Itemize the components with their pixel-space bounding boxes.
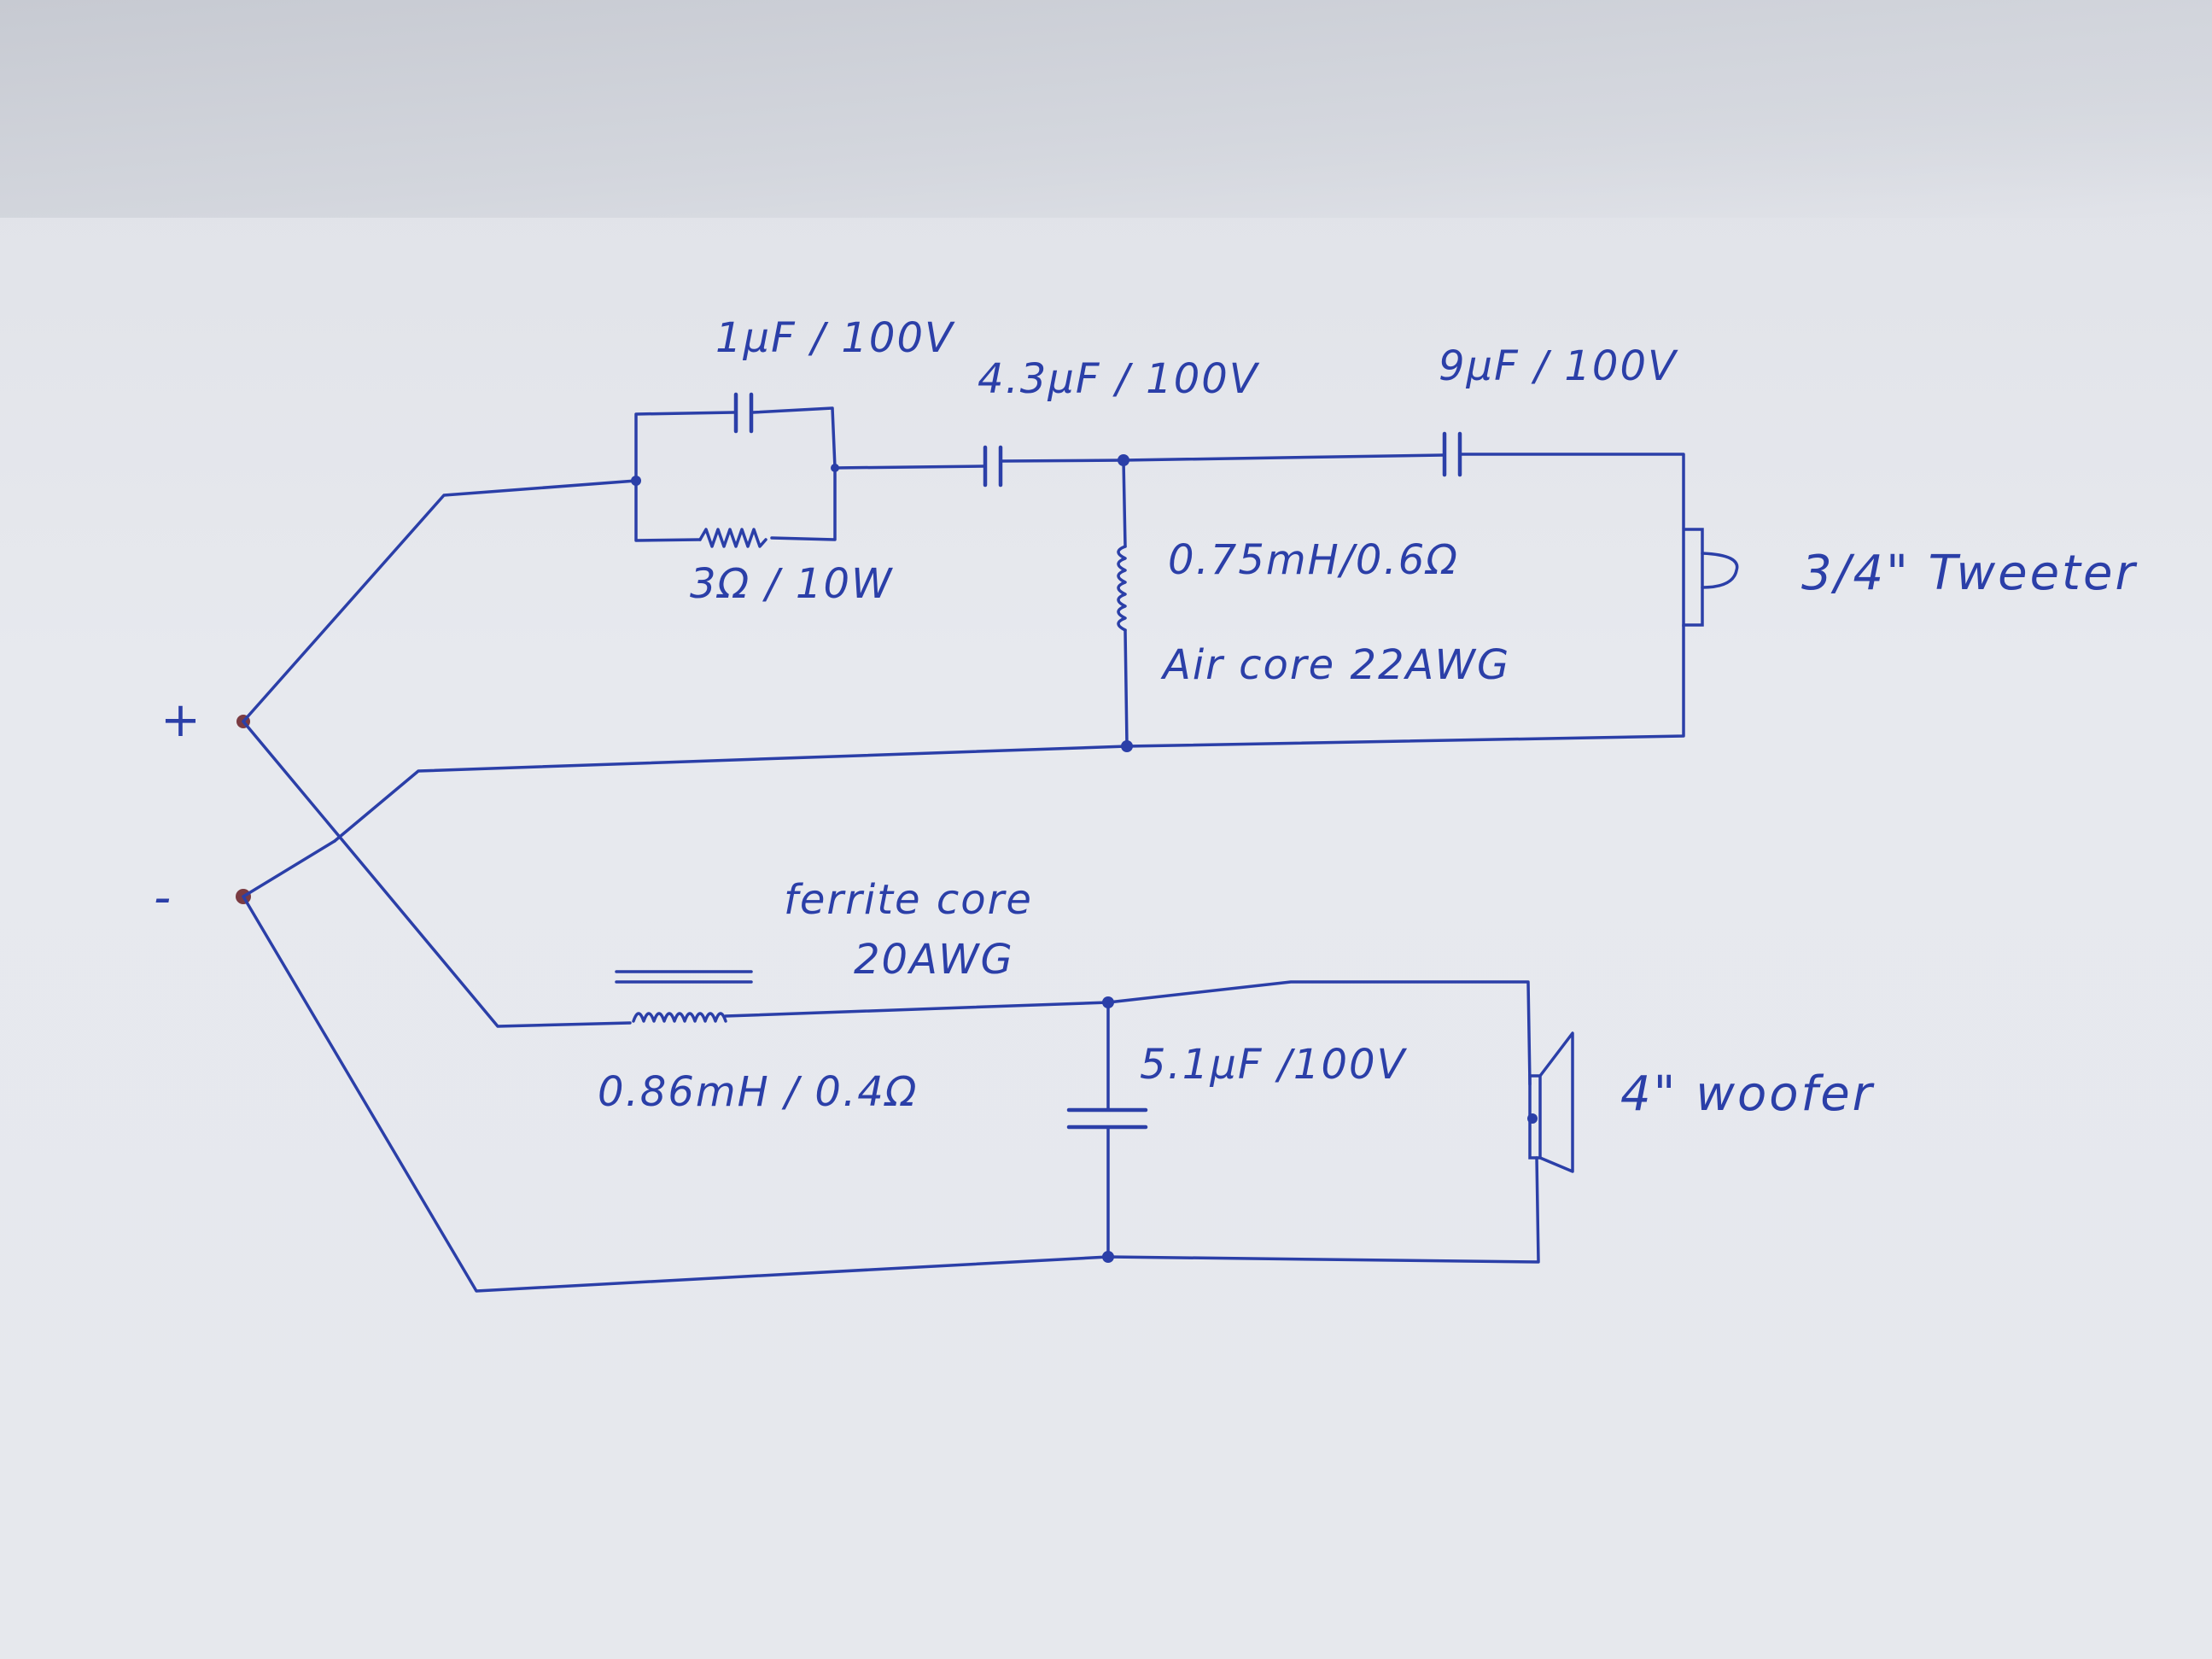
woofer-label: 4" woofer	[1620, 1066, 1875, 1122]
wire-to-woofer-junction	[724, 1001, 1110, 1018]
wire-from-c-series-1	[1001, 459, 1125, 463]
shunt-inductor-top-lead	[1122, 459, 1127, 548]
woofer-inductor-core-label-2: 20AWG	[854, 936, 1014, 984]
minus-terminal-label: -	[154, 870, 173, 926]
plus-terminal-label: +	[161, 692, 203, 748]
woofer-terminal-dot	[1527, 1113, 1538, 1124]
tweeter-inductor-core-label: Air core 22AWG	[1160, 641, 1510, 689]
shunt-inductor-coil	[1117, 545, 1127, 632]
tweeter-inductor-label: 0.75mH/0.6Ω	[1168, 536, 1459, 584]
woofer-section: ferrite core 20AWG 0.86mH / 0.4Ω 5.1μF /…	[242, 720, 1875, 1293]
rc-bottom-right-wire	[770, 466, 837, 541]
input-terminals: + -	[154, 692, 251, 926]
rc-node-left	[631, 476, 641, 486]
rc-bottom-left-wire	[634, 479, 702, 542]
wire-to-c-series-1	[833, 464, 985, 470]
r-parallel-label: 3Ω / 10W	[690, 560, 893, 608]
woofer-inductor-core-label-1: ferrite core	[784, 876, 1033, 924]
tweeter-positive-feed	[242, 479, 638, 723]
r-parallel-resistor	[698, 528, 767, 548]
rc-top-left-wire	[634, 411, 736, 482]
wire-to-c-series-2	[1122, 453, 1445, 462]
woofer-inductor-coil	[632, 1012, 727, 1023]
tweeter-body	[1682, 528, 1704, 627]
c-series-2-label: 9μF / 100V	[1439, 342, 1678, 390]
woofer-driver	[1527, 1031, 1574, 1173]
tweeter-return-wire	[333, 623, 1685, 843]
tweeter-dome	[1701, 552, 1739, 589]
woofer-inductor-label: 0.86mH / 0.4Ω	[598, 1068, 918, 1116]
c-parallel-label: 1μF / 100V	[715, 314, 955, 362]
rc-top-right-wire	[751, 406, 837, 470]
woofer-positive-feed	[242, 720, 632, 1028]
wire-to-woofer-top	[1106, 980, 1532, 1086]
shunt-inductor-bottom-lead	[1124, 628, 1129, 746]
woofer-return-wire	[242, 895, 1540, 1293]
wire-to-tweeter-top	[1460, 453, 1685, 529]
woofer-cone	[1538, 1031, 1574, 1173]
woofer-cap-label: 5.1μF /100V	[1140, 1041, 1408, 1089]
tweeter-label: 3/4" Tweeter	[1801, 546, 2137, 601]
tweeter-section: 1μF / 100V 3Ω / 10W 4.3μF / 100V 0.75mH/…	[242, 314, 2137, 898]
tweeter-return-to-minus	[242, 839, 336, 898]
tweeter-driver	[1682, 528, 1739, 627]
c-series-1-label: 4.3μF / 100V	[978, 355, 1260, 403]
